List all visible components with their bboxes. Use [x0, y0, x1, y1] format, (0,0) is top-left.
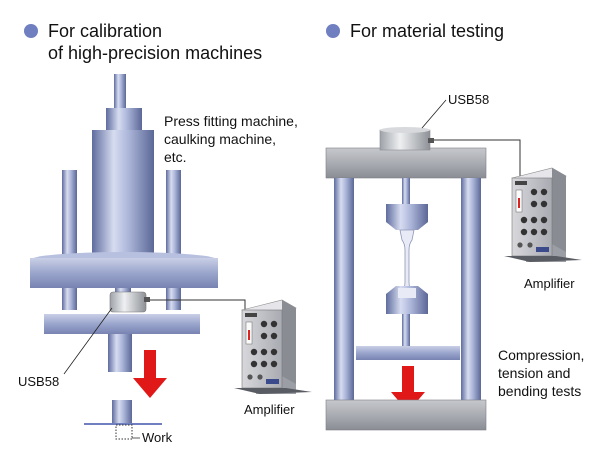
- right-post: [166, 170, 181, 310]
- sensor-label-left: USB58: [18, 374, 60, 389]
- amplifier-left: [233, 299, 313, 395]
- right-column: [461, 178, 481, 400]
- top-beam: [325, 147, 487, 179]
- upper-grip: [386, 204, 428, 230]
- amplifier-label-right: Amplifier: [524, 276, 575, 291]
- heading-material-testing: For material testing: [326, 20, 504, 42]
- upper-column-small: [106, 108, 142, 132]
- left-post: [62, 170, 77, 310]
- rod-lower: [402, 314, 410, 346]
- machine-types-label: Press fitting machine, caulking machine,…: [164, 113, 298, 165]
- upper-cylinder: [92, 130, 154, 258]
- testing-machine: [325, 99, 528, 431]
- base: [325, 399, 487, 431]
- bullet-icon: [326, 24, 340, 38]
- amplifier-right: [503, 167, 583, 263]
- lower-plate: [44, 314, 200, 334]
- left-column: [334, 178, 354, 400]
- ram-top: [114, 74, 126, 110]
- lower-grip: [386, 286, 428, 314]
- sensor-label-right: USB58: [448, 92, 490, 107]
- down-arrow-left: [133, 350, 167, 398]
- amplifier-label-left: Amplifier: [244, 402, 295, 417]
- press-machine: [30, 74, 262, 440]
- crosshead: [356, 346, 460, 360]
- work-piece: [112, 400, 132, 424]
- lower-shaft: [108, 334, 132, 372]
- rod-upper: [402, 178, 410, 204]
- heading-calibration: For calibration of high-precision machin…: [24, 20, 262, 64]
- sensor-usb58-left: [109, 291, 147, 313]
- tests-label: Compression, tension and bending tests: [498, 347, 585, 399]
- upper-plate: [30, 258, 218, 288]
- bullet-icon: [24, 24, 38, 38]
- work-label: Work: [142, 430, 173, 445]
